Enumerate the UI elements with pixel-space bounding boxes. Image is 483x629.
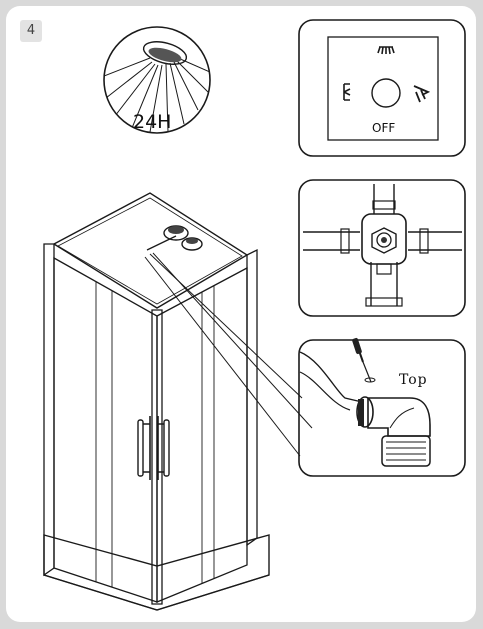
door-handle-right	[157, 416, 170, 480]
shower-head-detail: 24H	[103, 26, 211, 134]
side-jets-icon	[343, 83, 351, 101]
door-handle-left	[137, 416, 151, 480]
drain-top-label: Top	[399, 372, 428, 388]
valve-detail	[298, 179, 466, 317]
shower-head-label: 24H	[133, 111, 171, 133]
leader-lines	[144, 252, 313, 457]
step-number: 4	[20, 20, 42, 42]
hand-shower-icon	[413, 85, 431, 103]
off-label: OFF	[372, 121, 395, 135]
instruction-card	[6, 6, 476, 622]
shower-cabin	[43, 192, 270, 611]
overhead-shower-icon	[377, 46, 395, 55]
drain-detail: Top	[298, 337, 466, 477]
control-panel-detail: OFF	[298, 19, 466, 157]
